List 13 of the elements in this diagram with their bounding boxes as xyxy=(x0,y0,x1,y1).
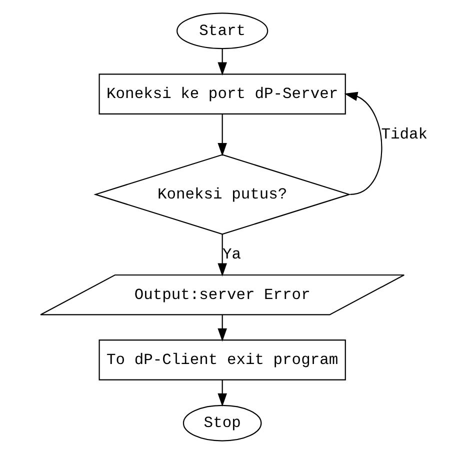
arrow xyxy=(344,92,382,195)
edge-label: Tidak xyxy=(380,125,428,144)
arrow xyxy=(217,314,226,342)
node-box: Koneksi ke port dP-Server xyxy=(98,74,346,114)
node-ellipse: Start xyxy=(176,12,268,50)
arrow xyxy=(217,114,226,156)
node-ellipse: Stop xyxy=(182,404,262,442)
arrow xyxy=(217,380,226,407)
edge-label: Ya xyxy=(222,246,240,264)
node-box: To dP-Client exit program xyxy=(98,340,346,380)
arrow xyxy=(217,48,226,76)
arrow xyxy=(217,234,226,277)
node-diamond: Koneksi putus? xyxy=(93,154,351,235)
